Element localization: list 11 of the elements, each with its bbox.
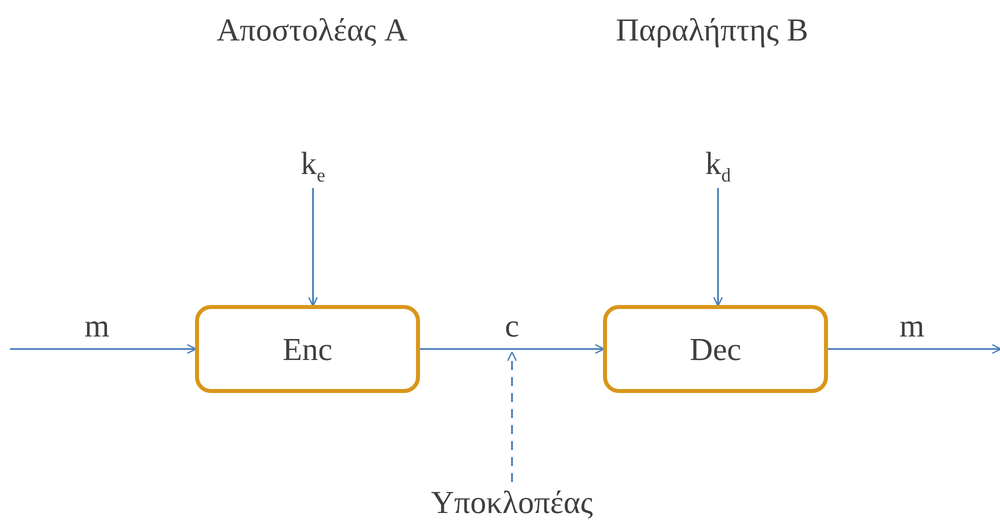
arrow (420, 344, 605, 354)
text-label: Υποκλοπέας (402, 482, 622, 522)
key-label: k$_{e}$ (283, 138, 343, 188)
arrow (712, 188, 724, 307)
arrow (10, 344, 197, 354)
process-box: Enc (195, 305, 420, 393)
process-box: Dec (603, 305, 828, 393)
dashed-arrow (506, 351, 518, 482)
key-label: k$_{d}$ (688, 138, 748, 188)
arrow (828, 344, 1000, 354)
arrow (308, 188, 318, 307)
